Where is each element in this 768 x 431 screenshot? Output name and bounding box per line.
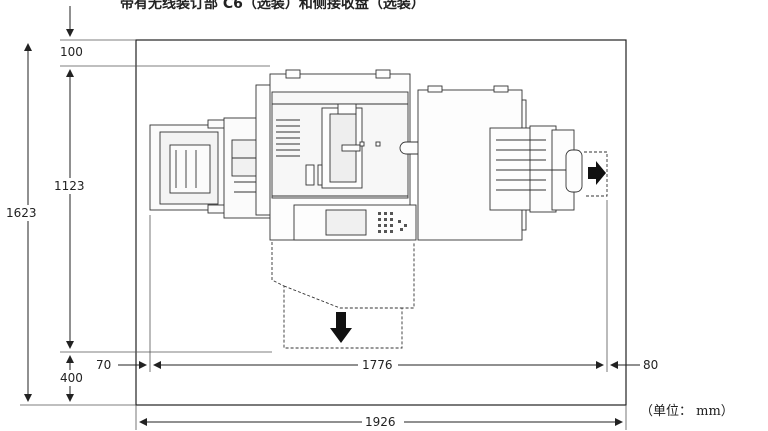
side-output-unit bbox=[417, 85, 583, 241]
arrow-down-icon bbox=[330, 312, 352, 343]
vertical-dimensions bbox=[24, 6, 74, 402]
dim-machine-depth: 1123 bbox=[54, 179, 85, 193]
keypad bbox=[378, 212, 407, 233]
dim-left-clearance: 70 bbox=[96, 358, 111, 372]
door-open-space bbox=[271, 242, 415, 349]
dimension-labels: 100 1123 1623 400 70 1776 80 1926 bbox=[6, 44, 658, 429]
horizontal-dimensions bbox=[118, 361, 640, 426]
dim-right-clearance: 80 bbox=[643, 358, 658, 372]
dim-top-margin: 100 bbox=[60, 45, 83, 59]
dim-total-depth: 1623 bbox=[6, 206, 37, 220]
dim-machine-width: 1776 bbox=[362, 358, 393, 372]
diagram-title: 带有无线装订部 C6（选装）和侧接收盘（选装） bbox=[120, 0, 425, 11]
main-machine bbox=[255, 69, 427, 241]
floor-space-outline bbox=[135, 39, 627, 406]
extension-lines bbox=[20, 39, 627, 430]
dim-total-width: 1926 bbox=[365, 415, 396, 429]
dim-bottom-clearance: 400 bbox=[60, 371, 83, 385]
unit-label: （单位： mm） bbox=[640, 404, 734, 419]
binder-unit bbox=[149, 117, 273, 219]
output-space bbox=[584, 151, 608, 197]
arrow-right-icon bbox=[588, 161, 606, 185]
